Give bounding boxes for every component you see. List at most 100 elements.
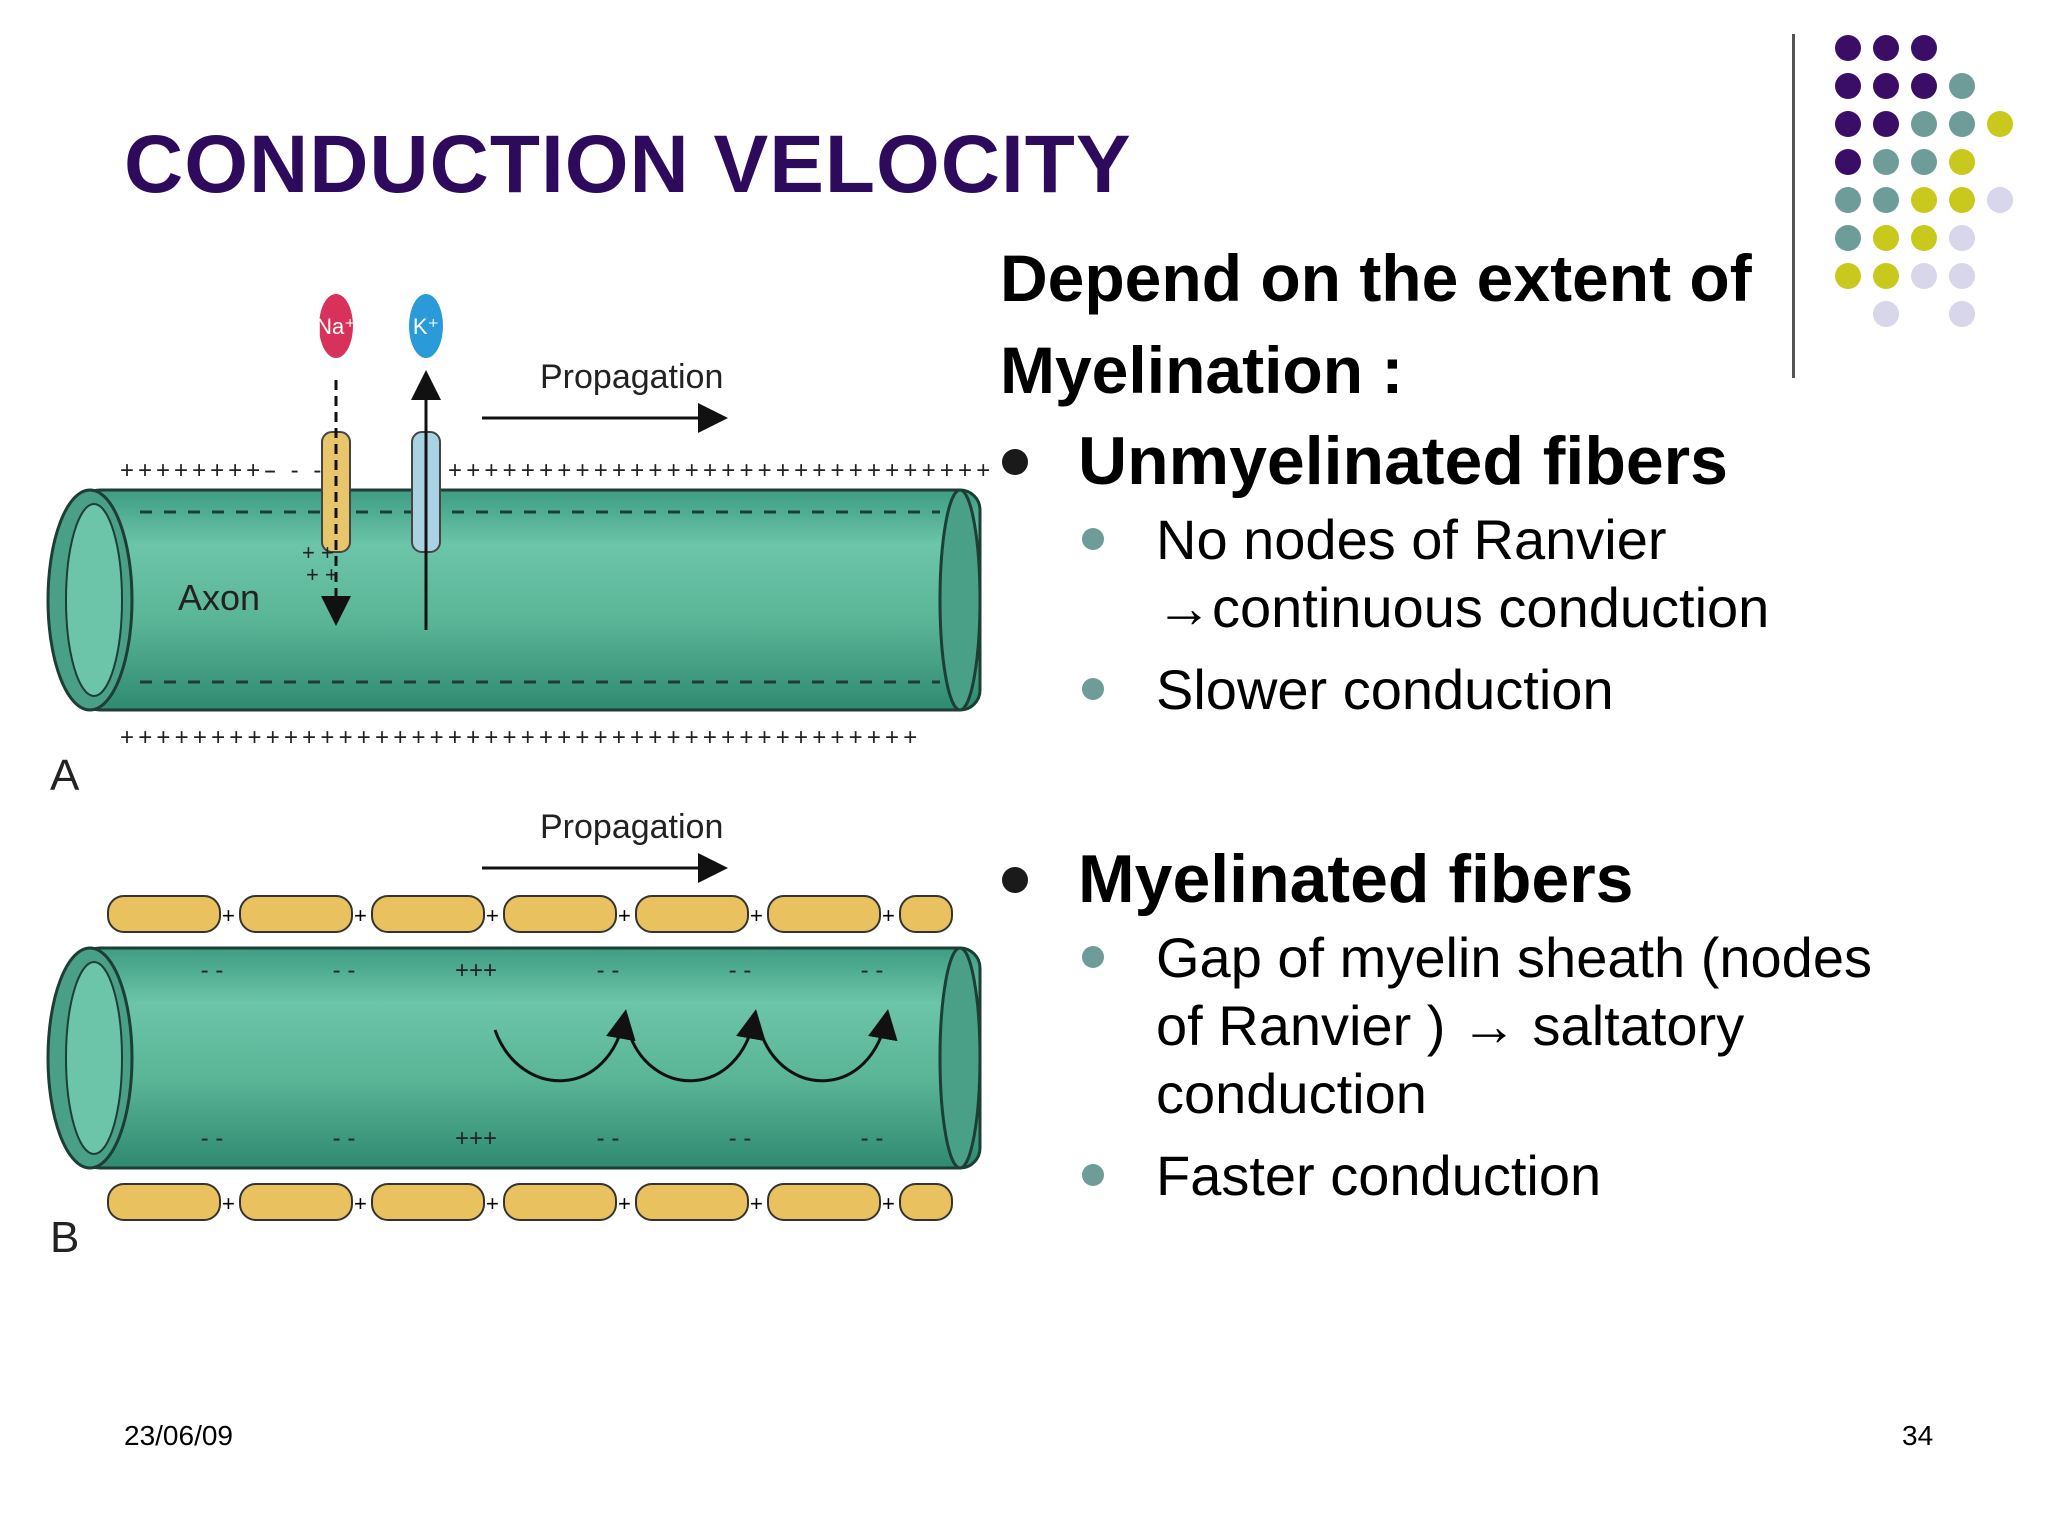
svg-text:+: +	[354, 903, 367, 928]
intro-line-1: Depend on the extent of	[1000, 241, 1752, 315]
decor-dot	[1949, 73, 1975, 99]
decor-dot	[1835, 111, 1861, 137]
svg-text:+: +	[750, 903, 763, 928]
node-charge: - -	[333, 1125, 356, 1152]
myelin-segment	[767, 895, 881, 933]
decor-dot	[1911, 187, 1937, 213]
heading-myelinated: Myelinated fibers	[1000, 834, 2000, 924]
myelin-segment	[239, 1183, 353, 1221]
svg-text:+ +: + +	[302, 540, 334, 565]
svg-text:+: +	[486, 903, 499, 928]
bullet-dot-icon	[1082, 528, 1104, 550]
decor-dot	[1949, 187, 1975, 213]
point-faster: Faster conduction	[1000, 1142, 2000, 1210]
propagation-label-a: Propagation	[540, 358, 723, 396]
panel-b-label: B	[50, 1213, 79, 1260]
node-charge: - -	[729, 1125, 752, 1152]
decor-dot	[1949, 111, 1975, 137]
bullet-dot-icon	[1082, 946, 1104, 968]
k-label: K⁺	[413, 314, 439, 339]
page-number: 34	[1902, 1420, 1934, 1451]
bullet-dot-icon	[1082, 1164, 1104, 1186]
node-charge: +++	[455, 957, 497, 984]
svg-text:+: +	[882, 1191, 895, 1216]
myelin-segment	[635, 1183, 749, 1221]
decor-dot	[1835, 187, 1861, 213]
decor-dot	[1873, 187, 1899, 213]
footer-date: 23/06/09	[124, 1420, 233, 1451]
axon-label: Axon	[178, 577, 260, 618]
na-ion-icon	[319, 294, 353, 358]
svg-text:+: +	[618, 903, 631, 928]
point-slower: Slower conduction	[1000, 656, 2000, 724]
svg-text:+: +	[354, 1191, 367, 1216]
decor-dot	[1987, 111, 2013, 137]
myelin-segment	[371, 895, 485, 933]
myelin-segment	[767, 1183, 881, 1221]
point-no-nodes: No nodes of Ranvier →continuous conducti…	[1000, 506, 2000, 642]
saltatory-arc-2	[626, 1009, 766, 1083]
myelin-segment	[371, 1183, 485, 1221]
myelin-segment	[635, 895, 749, 933]
bullet-dot-icon	[1002, 867, 1028, 893]
myelin-segment	[107, 895, 221, 933]
decor-dot	[1949, 149, 1975, 175]
node-charge: - -	[729, 957, 752, 984]
myelin-segment	[503, 1183, 617, 1221]
slide-body: Depend on the extent of Myelination : Un…	[1000, 232, 2000, 1224]
node-charge: - -	[597, 1125, 620, 1152]
myelin-segment	[899, 895, 953, 933]
decor-dot	[1873, 35, 1899, 61]
svg-text:+: +	[222, 1191, 235, 1216]
saltatory-arc-3	[758, 1009, 898, 1083]
panel-a-label: A	[50, 751, 80, 800]
svg-text:+: +	[486, 1191, 499, 1216]
decor-dot	[1835, 35, 1861, 61]
decor-dot	[1835, 149, 1861, 175]
decor-dot	[1835, 73, 1861, 99]
panel-a: ++++++++- - - - - ++++++++++++++++++++++…	[46, 294, 994, 800]
node-charge: - -	[861, 957, 884, 984]
charges-top-a-left: ++++++++-	[120, 457, 276, 484]
decor-dot	[1911, 111, 1937, 137]
decor-dot	[1873, 111, 1899, 137]
myelin-sheath-bottom: + + + + + +	[107, 1183, 953, 1221]
bullet-dot-icon	[1002, 449, 1028, 475]
node-charge: +++	[455, 1125, 497, 1152]
decorative-vertical-line	[1792, 34, 1795, 378]
point-gap-myelin: Gap of myelin sheath (nodes of Ranvier )…	[1000, 924, 2000, 1128]
heading-unmyelinated: Unmyelinated fibers	[1000, 416, 2000, 506]
myelin-sheath-top: + + + + + +	[107, 895, 953, 933]
svg-text:+: +	[222, 903, 235, 928]
na-label: Na⁺	[316, 314, 356, 339]
intro-line-2: Myelination :	[1000, 333, 1404, 407]
node-charge: - -	[861, 1125, 884, 1152]
charges-bottom-a: ++++++++++++++++++++++++++++++++++++++++…	[120, 724, 922, 751]
bullet-dot-icon	[1082, 678, 1104, 700]
node-charge: - -	[597, 957, 620, 984]
decor-dot	[1873, 73, 1899, 99]
myelin-segment	[107, 1183, 221, 1221]
node-charge: - -	[333, 957, 356, 984]
propagation-label-b: Propagation	[540, 808, 723, 846]
panel-b: Propagation ++++++ - -- -- -- -++++++- -…	[46, 808, 982, 1260]
svg-text:+: +	[750, 1191, 763, 1216]
charges-top-a-right: ++++++++++++++++++++++++++++++	[448, 457, 994, 484]
svg-text:+: +	[618, 1191, 631, 1216]
slide-title: CONDUCTION VELOCITY	[124, 119, 1132, 210]
saltatory-arc-1	[493, 1009, 636, 1083]
decor-dot	[1911, 149, 1937, 175]
svg-text:+ +: + +	[306, 562, 338, 587]
conduction-figure: ++++++++- - - - - ++++++++++++++++++++++…	[46, 294, 994, 1260]
decor-dot	[1873, 149, 1899, 175]
myelin-segment	[239, 895, 353, 933]
k-ion-icon	[409, 294, 443, 358]
decor-dot	[1911, 73, 1937, 99]
node-charge: - -	[201, 1125, 224, 1152]
myelin-segment	[503, 895, 617, 933]
decor-dot	[1911, 35, 1937, 61]
myelin-segment	[899, 1183, 953, 1221]
svg-text:+: +	[882, 903, 895, 928]
node-charge: - -	[201, 957, 224, 984]
decor-dot	[1987, 187, 2013, 213]
